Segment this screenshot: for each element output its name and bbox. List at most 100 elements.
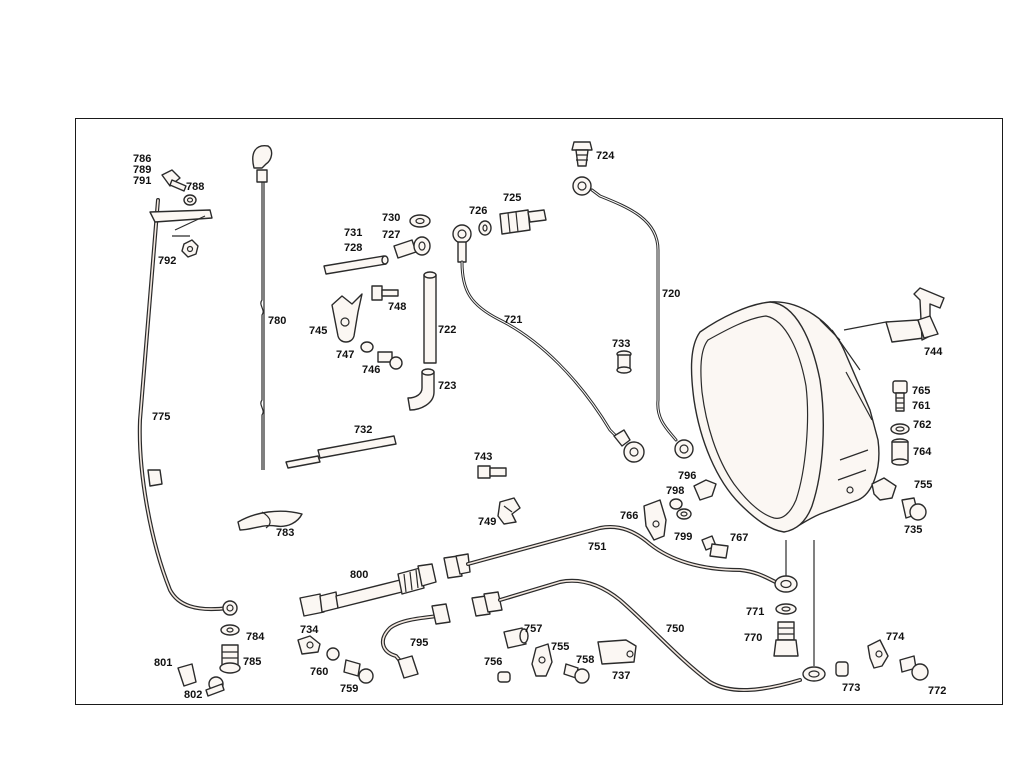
dipstick-tube-775 <box>137 198 238 616</box>
bolt-772 <box>899 655 929 681</box>
label-720: 720 <box>662 288 680 300</box>
dipstick-780 <box>252 145 273 470</box>
washer-798 <box>669 498 683 510</box>
washer-784 <box>220 624 240 636</box>
label-737: 737 <box>612 670 630 682</box>
label-770: 770 <box>744 632 762 644</box>
bolt-802 <box>205 676 225 697</box>
label-757: 757 <box>524 623 542 635</box>
label-774: 774 <box>886 631 905 643</box>
label-785: 785 <box>243 656 261 668</box>
label-772: 772 <box>928 685 946 697</box>
label-750: 750 <box>666 623 684 635</box>
bracket-744 <box>885 287 945 343</box>
label-755-right: 755 <box>914 479 932 491</box>
label-799: 799 <box>674 531 692 543</box>
label-727: 727 <box>382 229 400 241</box>
label-759: 759 <box>340 683 358 695</box>
label-773: 773 <box>842 682 860 694</box>
bolt-796 <box>693 479 717 501</box>
washer-799 <box>676 508 692 520</box>
label-723: 723 <box>438 380 456 392</box>
clamp-774 <box>867 639 889 669</box>
bell-housing <box>690 301 887 533</box>
label-755-center: 755 <box>551 641 569 653</box>
label-748: 748 <box>388 301 406 313</box>
bracket-clip <box>149 209 213 237</box>
fitting-773 <box>835 661 849 677</box>
tube-722 <box>423 271 437 364</box>
sleeve-764 <box>891 438 909 466</box>
bolt-765 <box>892 380 908 412</box>
bolt-746 <box>377 351 403 370</box>
bracket-745 <box>331 293 363 343</box>
label-730: 730 <box>382 212 400 224</box>
diagram-frame <box>75 118 1003 705</box>
part-labels: 786 789 791 788 792 775 784 785 801 802 … <box>133 150 946 701</box>
strap-783 <box>237 510 303 531</box>
label-791: 791 <box>133 175 151 187</box>
label-747: 747 <box>336 349 354 361</box>
rod-732 <box>285 435 397 469</box>
label-725: 725 <box>503 192 521 204</box>
clamp-755-right <box>871 477 897 501</box>
washer-762 <box>890 423 910 435</box>
hose-800 <box>299 563 437 617</box>
bracket-734 <box>297 635 321 655</box>
washer-788 <box>183 194 197 206</box>
pipe-750 <box>471 540 826 692</box>
pin-731 <box>323 255 389 275</box>
fitting-725 <box>499 209 547 235</box>
label-775: 775 <box>152 411 170 423</box>
bolt-724 <box>571 141 593 167</box>
label-789: 789 <box>133 164 151 176</box>
bolt-758 <box>563 663 590 684</box>
label-734: 734 <box>300 624 319 636</box>
label-801: 801 <box>154 657 172 669</box>
label-743: 743 <box>474 451 492 463</box>
elbow-723 <box>407 368 435 411</box>
bracket-737 <box>597 639 637 665</box>
clamp-755-center <box>531 643 553 677</box>
fitting-760 <box>326 647 340 661</box>
label-788: 788 <box>186 181 204 193</box>
label-765: 765 <box>912 385 930 397</box>
bushing-757 <box>503 627 529 649</box>
label-802: 802 <box>184 689 202 701</box>
label-749: 749 <box>478 516 496 528</box>
clip-749 <box>497 497 521 525</box>
label-721: 721 <box>504 314 522 326</box>
label-786: 786 <box>133 153 151 165</box>
cable-720 <box>572 176 694 459</box>
label-795: 795 <box>410 637 428 649</box>
label-766: 766 <box>620 510 638 522</box>
label-796: 796 <box>678 470 696 482</box>
label-767: 767 <box>730 532 748 544</box>
bolt-759 <box>343 659 374 684</box>
label-761: 761 <box>912 400 930 412</box>
label-735: 735 <box>904 524 922 536</box>
label-756: 756 <box>484 656 502 668</box>
bolt-735 <box>901 497 927 521</box>
label-784: 784 <box>246 631 265 643</box>
washer-726 <box>478 220 492 236</box>
banjo-fitting-785 <box>219 644 241 674</box>
bolt-786 <box>161 169 187 192</box>
label-783: 783 <box>276 527 294 539</box>
bracket-766 <box>643 499 667 541</box>
label-758: 758 <box>576 654 594 666</box>
label-726: 726 <box>469 205 487 217</box>
nut-792 <box>181 239 199 258</box>
label-733: 733 <box>612 338 630 350</box>
label-792: 792 <box>158 255 176 267</box>
bolt-743 <box>477 465 507 479</box>
label-728: 728 <box>344 242 362 254</box>
fitting-770 <box>773 621 799 657</box>
label-798: 798 <box>666 485 684 497</box>
label-746: 746 <box>362 364 380 376</box>
washer-771 <box>775 603 797 615</box>
washer-730 <box>409 214 431 228</box>
fitting-756 <box>497 671 511 683</box>
label-780: 780 <box>268 315 286 327</box>
